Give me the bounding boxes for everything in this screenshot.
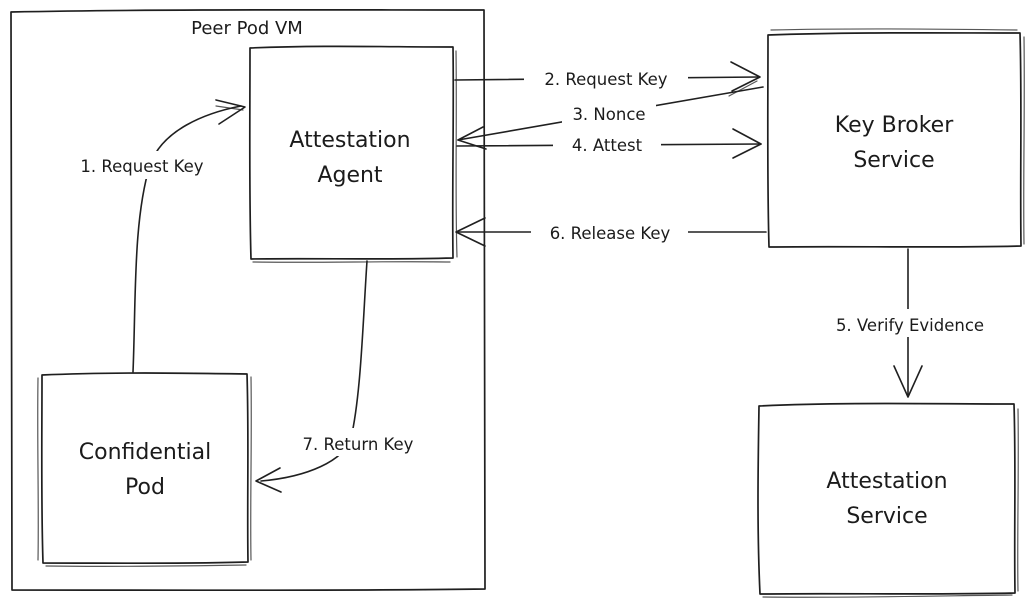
arrow-5-head-icon: [893, 365, 923, 398]
attestation-service-box: [757, 402, 1016, 595]
arrow-2-head-sketch-stroke: [728, 80, 758, 97]
frame-peer-pod-vm: Peer Pod VM: [9, 8, 486, 592]
arrow-7-label-bg: [282, 428, 434, 456]
attestation-agent-label-line1: Attestation: [289, 128, 410, 153]
arrow-1-head-icon: [215, 99, 246, 125]
arrow-1-label: 1. Request Key: [80, 157, 203, 176]
arrow-6-label-bg: [531, 217, 688, 245]
attestation-agent-box-sketch-stroke: [252, 50, 458, 263]
attestation-service-box-sketch-stroke: [762, 408, 1019, 598]
node-attestation-agent: Attestation Agent: [248, 45, 458, 263]
arrow-4-label: 4. Attest: [572, 136, 643, 155]
arrow-6-release-key: 6. Release Key: [455, 217, 767, 247]
arrow-2-head-icon: [730, 61, 761, 92]
attestation-service-label-line2: Service: [846, 504, 927, 529]
attestation-agent-label-line2: Agent: [317, 163, 382, 188]
confidential-pod-box-sketch-stroke: [37, 376, 252, 568]
confidential-pod-box: [40, 372, 249, 565]
arrow-2-label-bg: [524, 64, 688, 91]
node-attestation-service: Attestation Service: [757, 402, 1019, 598]
arrow-2-request-key: 2. Request Key: [454, 61, 761, 97]
key-broker-service-label-line1: Key Broker: [835, 113, 954, 138]
arrow-2-label: 2. Request Key: [544, 70, 667, 89]
arrow-4-label-bg: [553, 132, 661, 157]
arrow-4-head-icon: [732, 128, 762, 159]
frame-outline: [9, 8, 486, 592]
arrow-1-head-sketch-stroke: [215, 105, 244, 111]
arrow-1-request-key: 1. Request Key: [62, 99, 246, 373]
arrow-1-line: [132, 105, 242, 373]
node-key-broker-service: Key Broker Service: [766, 28, 1025, 248]
arrow-5-label: 5. Verify Evidence: [836, 316, 984, 335]
confidential-pod-label-line1: Confidential: [79, 440, 211, 465]
arrow-7-label: 7. Return Key: [303, 435, 414, 454]
arrow-5-verify-evidence: 5. Verify Evidence: [819, 248, 1001, 398]
attestation-agent-box: [248, 45, 455, 260]
node-confidential-pod: Confidential Pod: [37, 372, 252, 568]
arrow-3-nonce: 3. Nonce: [457, 86, 764, 150]
attestation-service-label-line1: Attestation: [826, 469, 947, 494]
key-broker-service-box-sketch-stroke: [770, 28, 1025, 245]
arrow-6-head-icon: [455, 217, 486, 247]
key-broker-service-box: [766, 31, 1022, 248]
confidential-pod-label-line2: Pod: [125, 475, 165, 500]
arrow-6-label: 6. Release Key: [550, 224, 671, 243]
arrow-3-label-bg: [562, 100, 656, 126]
arrow-3-label: 3. Nonce: [572, 105, 645, 124]
arrow-7-head-icon: [255, 467, 282, 493]
arrow-1-label-bg: [62, 151, 222, 179]
arrow-5-label-bg: [819, 309, 1001, 337]
frame-label: Peer Pod VM: [191, 18, 303, 39]
arrow-7-return-key: 7. Return Key: [255, 260, 434, 493]
arrow-4-attest: 4. Attest: [456, 128, 762, 159]
key-broker-service-label-line2: Service: [853, 148, 934, 173]
